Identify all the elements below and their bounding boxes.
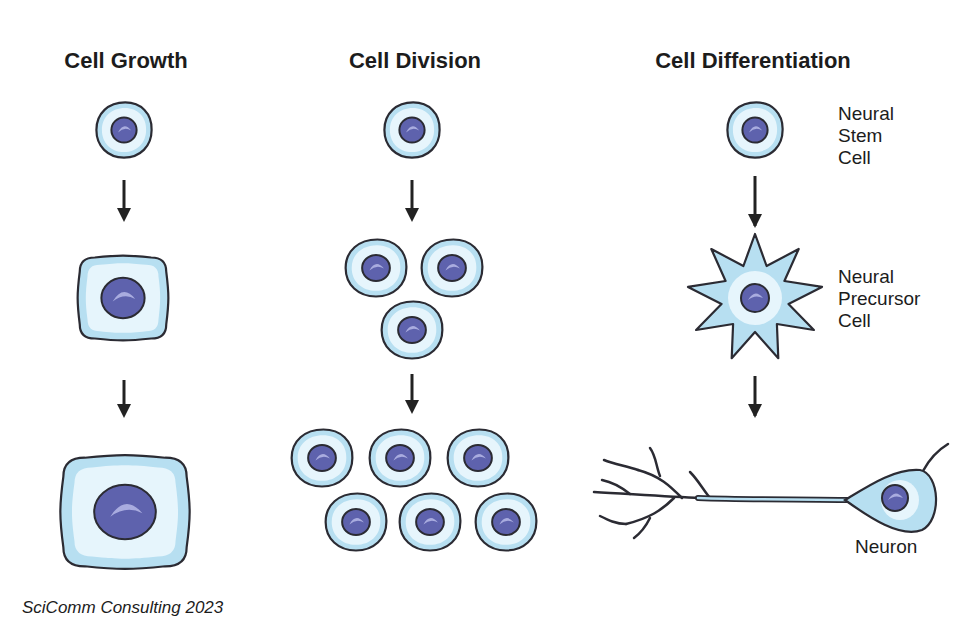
daughter-cell bbox=[382, 301, 443, 358]
daughter-cell bbox=[422, 239, 483, 296]
parent-cell bbox=[384, 102, 439, 157]
flow-arrow bbox=[117, 180, 131, 418]
daughter-cell bbox=[370, 429, 431, 486]
cell-label: Neuron bbox=[855, 536, 917, 558]
daughter-cell bbox=[292, 429, 353, 486]
caption: SciComm Consulting 2023 bbox=[22, 598, 223, 618]
column-title: Cell Differentiation bbox=[655, 48, 851, 74]
column-title: Cell Division bbox=[349, 48, 481, 74]
flow-arrow bbox=[405, 180, 419, 414]
daughter-cell bbox=[400, 493, 461, 550]
column-title: Cell Growth bbox=[64, 48, 187, 74]
stem-cell-node: Neural Stem Cell bbox=[725, 100, 785, 160]
daughter-cell bbox=[346, 239, 407, 296]
precursor-cell-node: Neural Precursor Cell bbox=[683, 230, 827, 366]
precursor-cell-shape bbox=[683, 230, 827, 366]
small-cell bbox=[96, 102, 151, 157]
flow-arrow bbox=[754, 176, 757, 226]
flow-arrow bbox=[754, 376, 757, 416]
large-cell bbox=[60, 455, 189, 569]
medium-cell bbox=[78, 256, 169, 341]
stem-cell-shape bbox=[725, 100, 785, 160]
cell-label: Neural Precursor Cell bbox=[838, 266, 920, 332]
daughter-cell bbox=[326, 493, 387, 550]
daughter-cell bbox=[448, 429, 509, 486]
cell-label: Neural Stem Cell bbox=[838, 103, 894, 169]
daughter-cell bbox=[476, 493, 537, 550]
neuron-node: Neuron bbox=[590, 420, 950, 570]
